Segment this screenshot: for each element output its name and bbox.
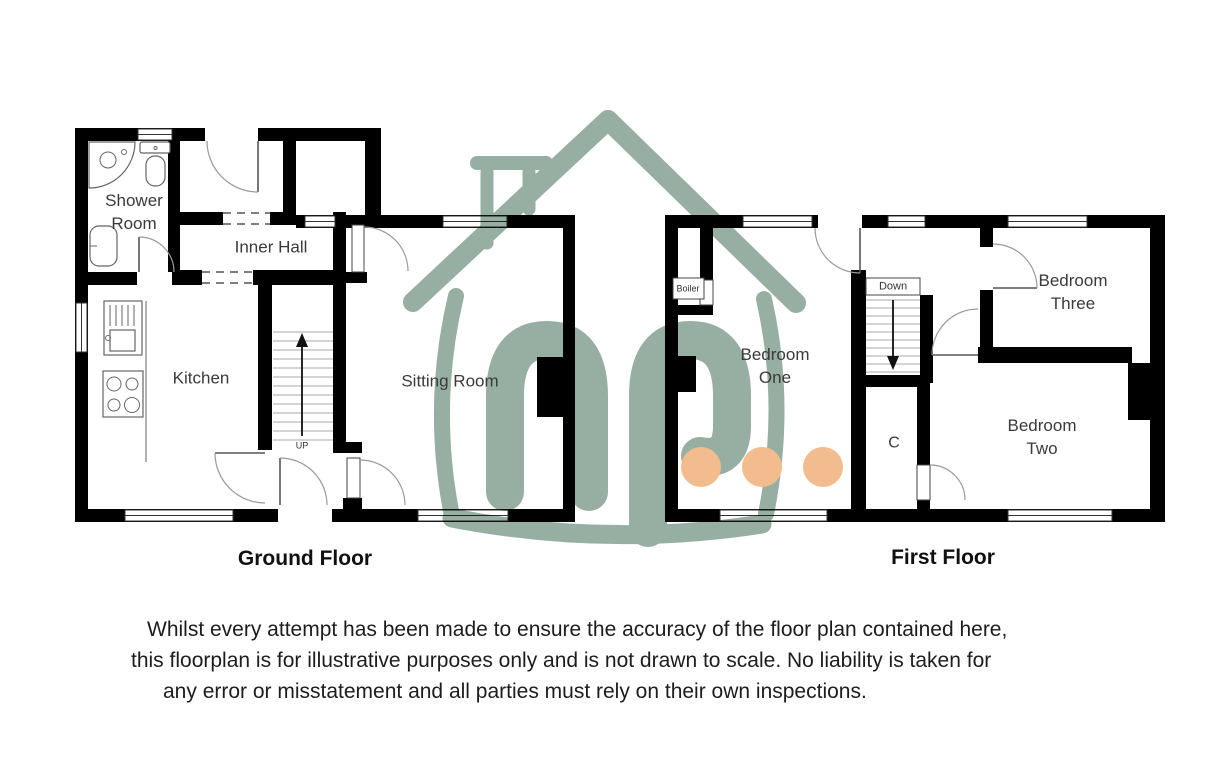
- disclaimer-line-2: this floorplan is for illustrative purpo…: [131, 649, 992, 672]
- stairs-down-label: Down: [878, 280, 908, 293]
- roof-left-icon: [403, 110, 618, 312]
- wall: [343, 498, 362, 509]
- door-arc: [138, 236, 175, 273]
- wall: [333, 283, 346, 453]
- base-swoosh-icon: [442, 508, 772, 545]
- bracket-right-icon: [756, 291, 785, 522]
- toilet: [139, 141, 171, 187]
- window: [1007, 215, 1088, 228]
- boiler-box: [672, 277, 705, 300]
- staircase-up: [273, 331, 333, 441]
- window: [75, 302, 88, 353]
- dot-icon: [681, 447, 721, 487]
- arrow-down-icon: [887, 356, 899, 370]
- door-frame: [346, 457, 361, 499]
- room-label-bedroom-two: Bedroom Two: [1007, 416, 1077, 458]
- door-arc: [359, 459, 406, 506]
- letter-p-icon: [629, 320, 751, 547]
- wall: [1150, 215, 1165, 522]
- hob: [102, 370, 144, 418]
- door-gap: [278, 509, 332, 522]
- wall: [333, 212, 346, 283]
- window: [137, 128, 173, 141]
- disclaimer-line-1: Whilst every attempt has been made to en…: [147, 618, 1008, 641]
- wall: [333, 442, 362, 453]
- window: [1007, 509, 1113, 522]
- window: [742, 215, 813, 228]
- door-frame: [916, 464, 931, 501]
- door-frame: [351, 224, 365, 273]
- chimney-breast: [1128, 363, 1150, 420]
- window: [887, 215, 926, 228]
- stairs-up-label: UP: [295, 440, 309, 451]
- dot-icon: [742, 447, 782, 487]
- kitchen-sink: [103, 300, 143, 356]
- wall: [168, 128, 180, 272]
- ground-floor-title: Ground Floor: [237, 547, 373, 570]
- door-gap: [818, 215, 862, 228]
- staircase-down: [865, 277, 921, 373]
- room-label-sitting-room: Sitting Room: [401, 371, 499, 391]
- wall: [978, 347, 1132, 363]
- door-gap: [980, 247, 993, 290]
- room-label-shower-room: Shower Room: [105, 191, 163, 233]
- cupboard-label: C: [888, 434, 900, 452]
- chimney-breast: [537, 357, 563, 417]
- door-arc: [363, 226, 409, 272]
- first-floor-title: First Floor: [891, 546, 995, 569]
- door-arc: [814, 227, 861, 274]
- three-dots-icon: [681, 447, 843, 487]
- wall: [851, 375, 930, 387]
- window: [304, 215, 336, 228]
- down-label-box: [865, 277, 921, 296]
- open-doorway: [223, 211, 270, 226]
- window: [124, 509, 234, 522]
- wall: [333, 272, 367, 283]
- door-arc: [214, 452, 266, 504]
- wall: [283, 128, 296, 225]
- letter-n-icon: [486, 320, 608, 511]
- door-arc: [929, 464, 966, 501]
- door-arc: [279, 457, 328, 506]
- wall: [365, 128, 381, 215]
- wall: [258, 283, 272, 450]
- arrow-up-icon: [296, 333, 308, 347]
- room-label-kitchen: Kitchen: [172, 368, 230, 388]
- disclaimer-line-3: any error or misstatement and all partie…: [163, 680, 867, 703]
- open-doorway: [202, 269, 253, 286]
- room-label-bedroom-three: Bedroom Three: [1038, 271, 1108, 313]
- wall: [678, 305, 713, 315]
- shower-enclosure: [88, 141, 136, 189]
- dot-icon: [803, 447, 843, 487]
- wash-basin: [89, 225, 118, 267]
- door-gap: [137, 272, 172, 285]
- chimney-breast: [678, 356, 696, 392]
- door-arc: [206, 140, 259, 193]
- door-gap: [205, 128, 258, 141]
- door-arc: [931, 308, 979, 356]
- bracket-left-icon: [433, 288, 464, 524]
- room-label-bedroom-one: Bedroom One: [740, 345, 810, 387]
- roof-right-icon: [598, 110, 806, 313]
- wall: [920, 347, 930, 363]
- room-label-inner-hall: Inner Hall: [234, 237, 308, 257]
- boiler-label: Boiler: [676, 283, 700, 294]
- door-arc: [992, 243, 1038, 289]
- wall: [851, 270, 866, 509]
